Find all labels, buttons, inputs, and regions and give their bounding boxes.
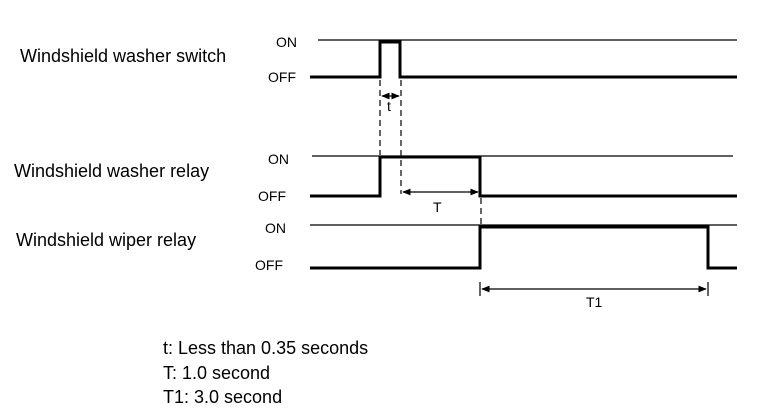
dimension-T-label: T <box>433 199 442 215</box>
dimension-t-label: t <box>387 98 391 114</box>
wiper-relay-waveform <box>310 225 737 270</box>
note-t: t: Less than 0.35 seconds <box>163 338 369 358</box>
note-T1: T1: 3.0 second <box>163 387 283 407</box>
washer-relay-on-label: ON <box>268 151 289 167</box>
wiper-relay-on-label: ON <box>265 220 286 236</box>
washer-relay-label: Windshield washer relay <box>14 161 209 181</box>
dimension-T1-label: T1 <box>586 294 603 310</box>
note-T: T: 1.0 second <box>163 362 271 383</box>
washer-switch-waveform <box>310 40 737 79</box>
washer-relay-off-label: OFF <box>258 188 286 204</box>
wiper-relay-label: Windshield wiper relay <box>16 230 196 250</box>
washer-relay-waveform <box>310 155 737 198</box>
wiper-relay-off-label: OFF <box>255 257 283 273</box>
washer-switch-label: Windshield washer switch <box>20 46 226 66</box>
washer-switch-off-label: OFF <box>268 69 296 85</box>
washer-switch-on-label: ON <box>276 34 297 50</box>
